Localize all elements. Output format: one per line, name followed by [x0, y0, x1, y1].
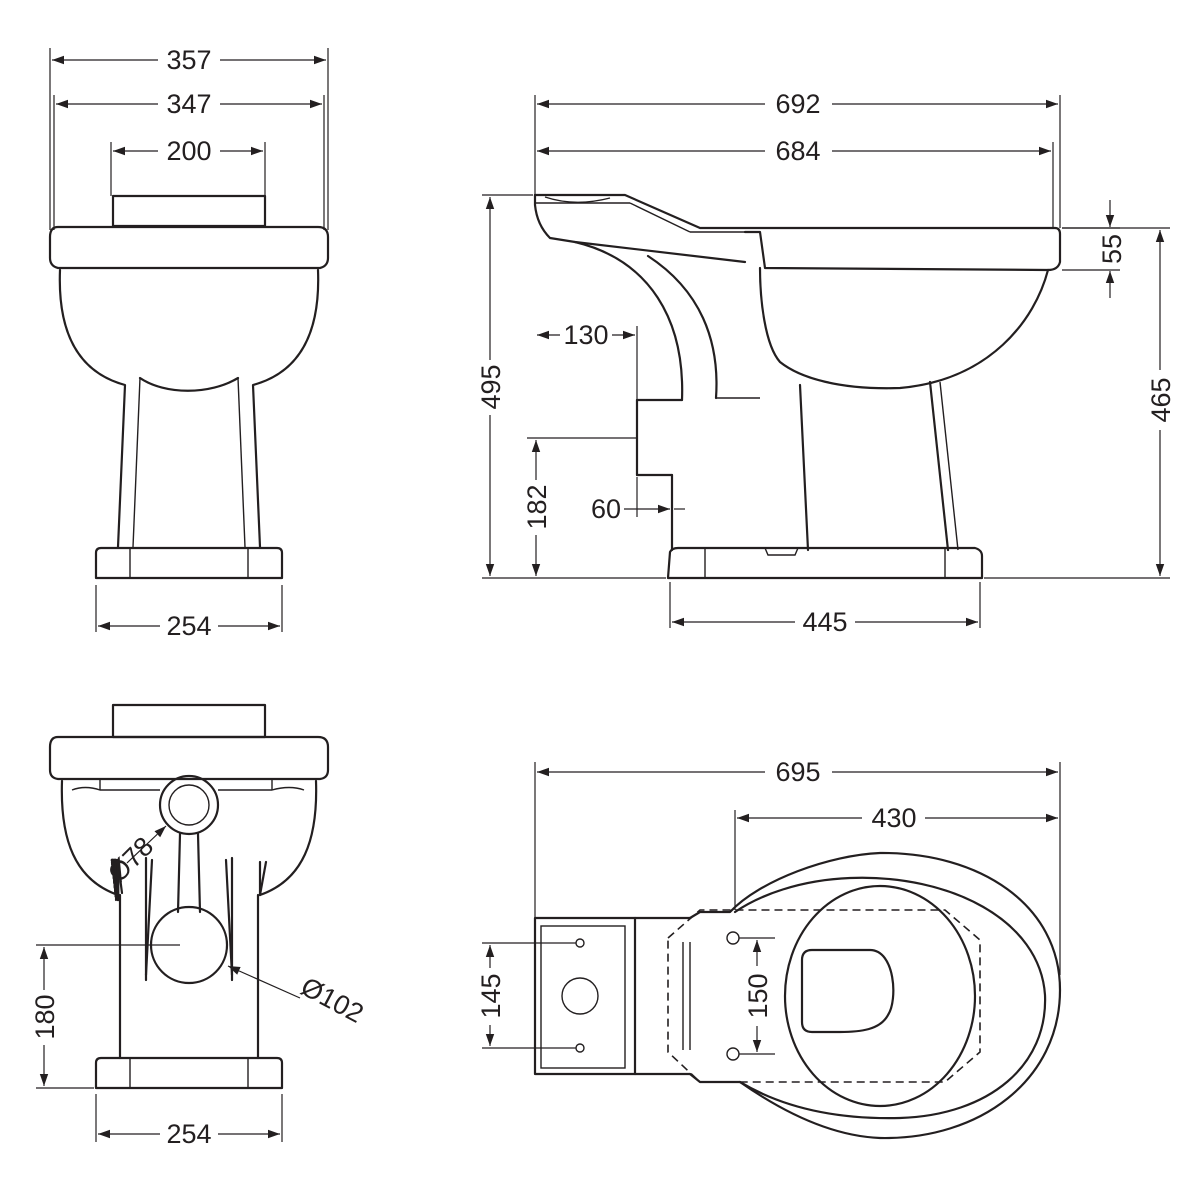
cistern-fixing-centers-label: 145 — [476, 973, 506, 1018]
front-overall-width-label: 357 — [166, 45, 211, 75]
pan-outline — [688, 851, 1062, 1140]
seat-fixing-centers-label: 150 — [743, 973, 773, 1018]
side-outlet-step-label: 60 — [591, 494, 621, 524]
small-outlet-circle — [158, 774, 220, 836]
pan-inner-outline — [733, 876, 1047, 1120]
plan-view-outline — [533, 851, 1062, 1140]
outlet-center-height-label: 180 — [30, 994, 60, 1039]
plan-overall-length-label: 695 — [775, 757, 820, 787]
seat-outline — [667, 909, 981, 1083]
large-outlet-diameter-label: Ø102 — [296, 971, 368, 1029]
plan-seat-length-label: 430 — [871, 803, 916, 833]
front-view: 357 347 200 254 — [48, 45, 330, 641]
back-base-width-label: 254 — [166, 1119, 211, 1149]
side-view: 692 684 55 465 495 130 182 — [476, 89, 1176, 637]
front-view-outline — [48, 194, 330, 580]
back-view: Ø78 Ø102 180 254 — [30, 703, 368, 1149]
side-height-to-rim-label: 465 — [1146, 377, 1176, 422]
side-total-height-label: 495 — [476, 364, 506, 409]
plan-view: 695 430 145 150 — [476, 757, 1062, 1140]
front-base-width-label: 254 — [166, 611, 211, 641]
front-cistern-width-label: 200 — [166, 136, 211, 166]
side-rim-height-label: 55 — [1097, 234, 1127, 264]
front-rim-width-label: 347 — [166, 89, 211, 119]
back-view-outline — [48, 703, 330, 1090]
side-rim-depth-label: 684 — [775, 136, 820, 166]
cistern-outline — [533, 916, 637, 1076]
side-overall-depth-label: 692 — [775, 89, 820, 119]
side-outlet-setback-label: 130 — [563, 320, 608, 350]
side-base-depth-label: 445 — [802, 607, 847, 637]
side-outlet-height-label: 182 — [522, 484, 552, 529]
